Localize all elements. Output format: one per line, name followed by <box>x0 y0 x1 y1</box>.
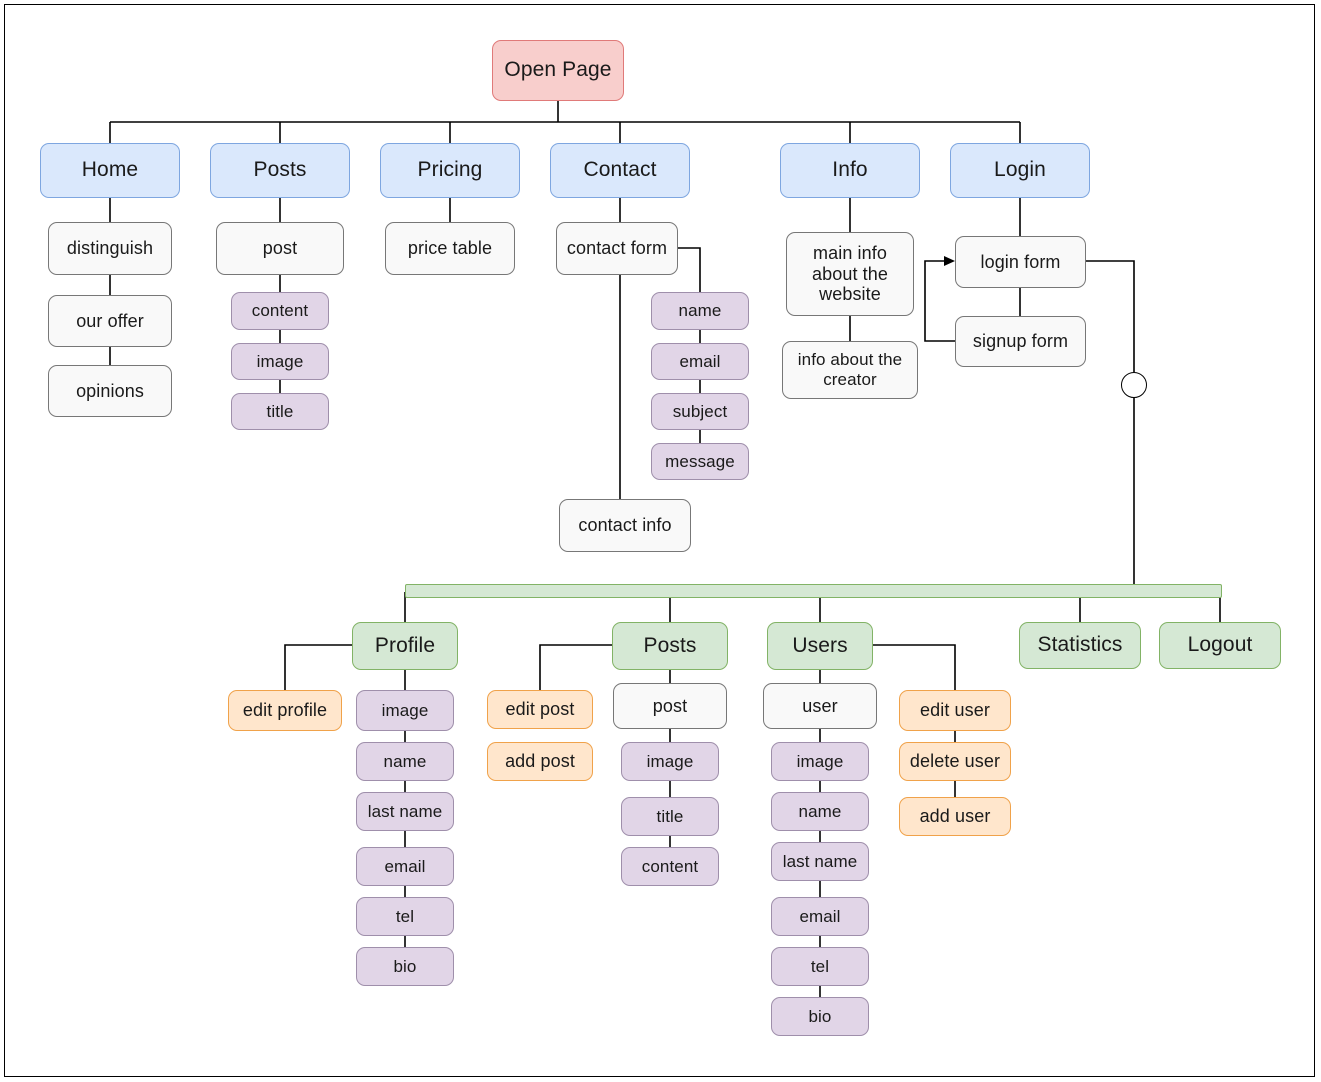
node-action-edit-post[interactable]: edit post <box>487 690 593 729</box>
node-nav-posts[interactable]: Posts <box>210 143 350 198</box>
node-admin-user[interactable]: user <box>763 683 877 729</box>
node-nav-contact[interactable]: Contact <box>550 143 690 198</box>
node-profile-field-last-name[interactable]: last name <box>356 792 454 831</box>
node-home-distinguish[interactable]: distinguish <box>48 222 172 275</box>
node-nav-info[interactable]: Info <box>780 143 920 198</box>
node-profile-field-name[interactable]: name <box>356 742 454 781</box>
node-profile-field-tel[interactable]: tel <box>356 897 454 936</box>
node-info-creator[interactable]: info about the creator <box>782 341 918 399</box>
node-profile-field-bio[interactable]: bio <box>356 947 454 986</box>
node-action-edit-profile[interactable]: edit profile <box>228 690 342 731</box>
node-user-field-name[interactable]: name <box>771 792 869 831</box>
node-contact-field-subject[interactable]: subject <box>651 393 749 430</box>
node-contact-field-message[interactable]: message <box>651 443 749 480</box>
node-open-page[interactable]: Open Page <box>492 40 624 101</box>
junction-circle-icon <box>1121 372 1147 398</box>
node-signup-form[interactable]: signup form <box>955 316 1086 367</box>
node-pricing-price-table[interactable]: price table <box>385 222 515 275</box>
node-admin-users[interactable]: Users <box>767 622 873 670</box>
node-posts-image[interactable]: image <box>231 343 329 380</box>
node-admin-post[interactable]: post <box>613 683 727 729</box>
node-nav-home[interactable]: Home <box>40 143 180 198</box>
node-profile-field-image[interactable]: image <box>356 690 454 731</box>
node-admin-logout[interactable]: Logout <box>1159 622 1281 669</box>
node-posts-post[interactable]: post <box>216 222 344 275</box>
node-posts-content[interactable]: content <box>231 292 329 330</box>
node-admin-post-field-title[interactable]: title <box>621 797 719 836</box>
diagram-frame <box>4 4 1315 1077</box>
node-action-edit-user[interactable]: edit user <box>899 690 1011 731</box>
node-contact-info[interactable]: contact info <box>559 499 691 552</box>
admin-panel-bar <box>405 584 1222 598</box>
node-nav-pricing[interactable]: Pricing <box>380 143 520 198</box>
node-admin-statistics[interactable]: Statistics <box>1019 622 1141 669</box>
node-user-field-last-name[interactable]: last name <box>771 842 869 881</box>
node-user-field-image[interactable]: image <box>771 742 869 781</box>
node-nav-login[interactable]: Login <box>950 143 1090 198</box>
node-admin-profile[interactable]: Profile <box>352 622 458 670</box>
node-admin-post-field-image[interactable]: image <box>621 742 719 781</box>
node-action-add-user[interactable]: add user <box>899 797 1011 836</box>
node-action-add-post[interactable]: add post <box>487 742 593 781</box>
node-user-field-tel[interactable]: tel <box>771 947 869 986</box>
node-contact-field-email[interactable]: email <box>651 343 749 380</box>
node-login-form[interactable]: login form <box>955 236 1086 288</box>
node-posts-title[interactable]: title <box>231 393 329 430</box>
node-admin-post-field-content[interactable]: content <box>621 847 719 886</box>
node-user-field-bio[interactable]: bio <box>771 997 869 1036</box>
node-home-our-offer[interactable]: our offer <box>48 295 172 347</box>
node-contact-form[interactable]: contact form <box>556 222 678 275</box>
node-user-field-email[interactable]: email <box>771 897 869 936</box>
node-contact-field-name[interactable]: name <box>651 292 749 330</box>
node-info-main[interactable]: main info about the website <box>786 232 914 316</box>
node-admin-posts[interactable]: Posts <box>612 622 728 670</box>
node-home-opinions[interactable]: opinions <box>48 365 172 417</box>
node-action-delete-user[interactable]: delete user <box>899 742 1011 781</box>
node-profile-field-email[interactable]: email <box>356 847 454 886</box>
